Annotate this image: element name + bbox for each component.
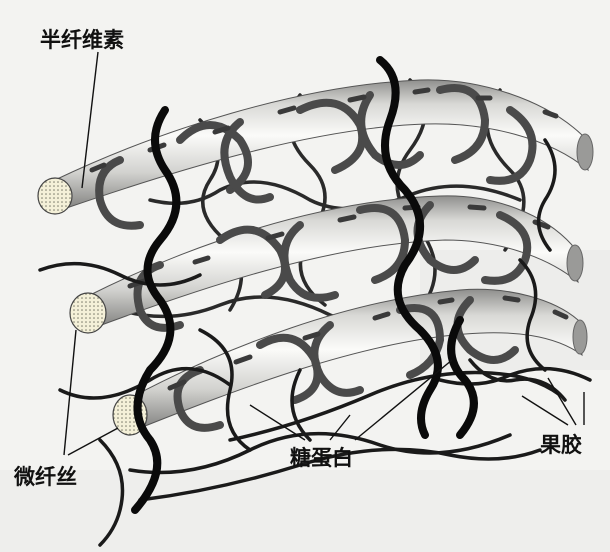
label-pectin: 果胶 xyxy=(540,433,582,457)
label-glycoprotein: 糖蛋白 xyxy=(290,446,353,470)
label-hemicellulose: 半纤维素 xyxy=(40,28,124,52)
label-microfibril: 微纤丝 xyxy=(13,465,77,489)
